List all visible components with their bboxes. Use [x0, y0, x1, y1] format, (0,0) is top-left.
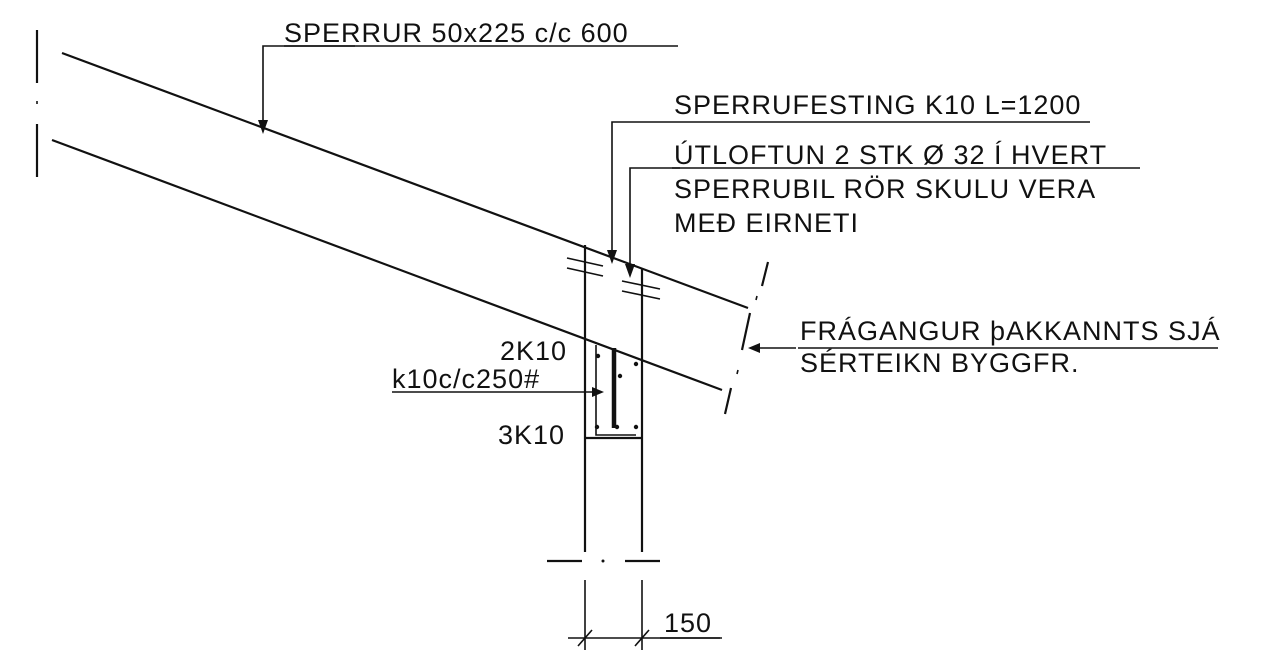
rafter-bottom-edge: [51, 138, 723, 392]
annotations: SPERRUR 50x225 c/c 600 SPERRUFESTING K10…: [284, 18, 1221, 638]
rebar-dot: [633, 424, 639, 430]
eaves-cut-line: [723, 261, 770, 415]
rebar-top-label: 2K10: [500, 336, 567, 366]
rebar-dot: [614, 424, 620, 430]
eaves-label-line2: SÉRTEIKN BYGGFR.: [800, 348, 1080, 378]
rafter-fixing-label: SPERRUFESTING K10 L=1200: [674, 90, 1081, 120]
stirrups-label: k10c/c250#: [392, 364, 540, 394]
stirrup-outline: [595, 345, 636, 436]
leader-lines: [258, 45, 1218, 639]
rafters-label: SPERRUR 50x225 c/c 600: [284, 18, 629, 48]
rebar-dot: [594, 424, 600, 430]
wall: [547, 245, 661, 563]
ventilation-label-line2: SPERRUBIL RÖR SKULU VERA: [674, 174, 1096, 204]
rebar-dot: [595, 353, 601, 359]
rafters-leader: [262, 45, 355, 128]
rebar-dot: [633, 361, 639, 367]
reinforcement: [594, 345, 639, 436]
rebar-bottom-label: 3K10: [498, 420, 565, 450]
eaves-label-line1: FRÁGANGUR þAKKANNTS SJÁ: [800, 316, 1221, 346]
rafter-top-edge: [61, 51, 749, 310]
wall-width-label: 150: [664, 608, 712, 638]
ventilation-label-line3: MEÐ EIRNETI: [674, 208, 859, 238]
rafter-fixing-leader: [611, 121, 672, 258]
ventilation-label-line1: ÚTLOFTUN 2 STK Ø 32 Í HVERT: [674, 139, 1107, 170]
rebar-dot: [617, 373, 623, 379]
rafter: [51, 51, 749, 392]
ventilation-leader: [629, 167, 680, 272]
